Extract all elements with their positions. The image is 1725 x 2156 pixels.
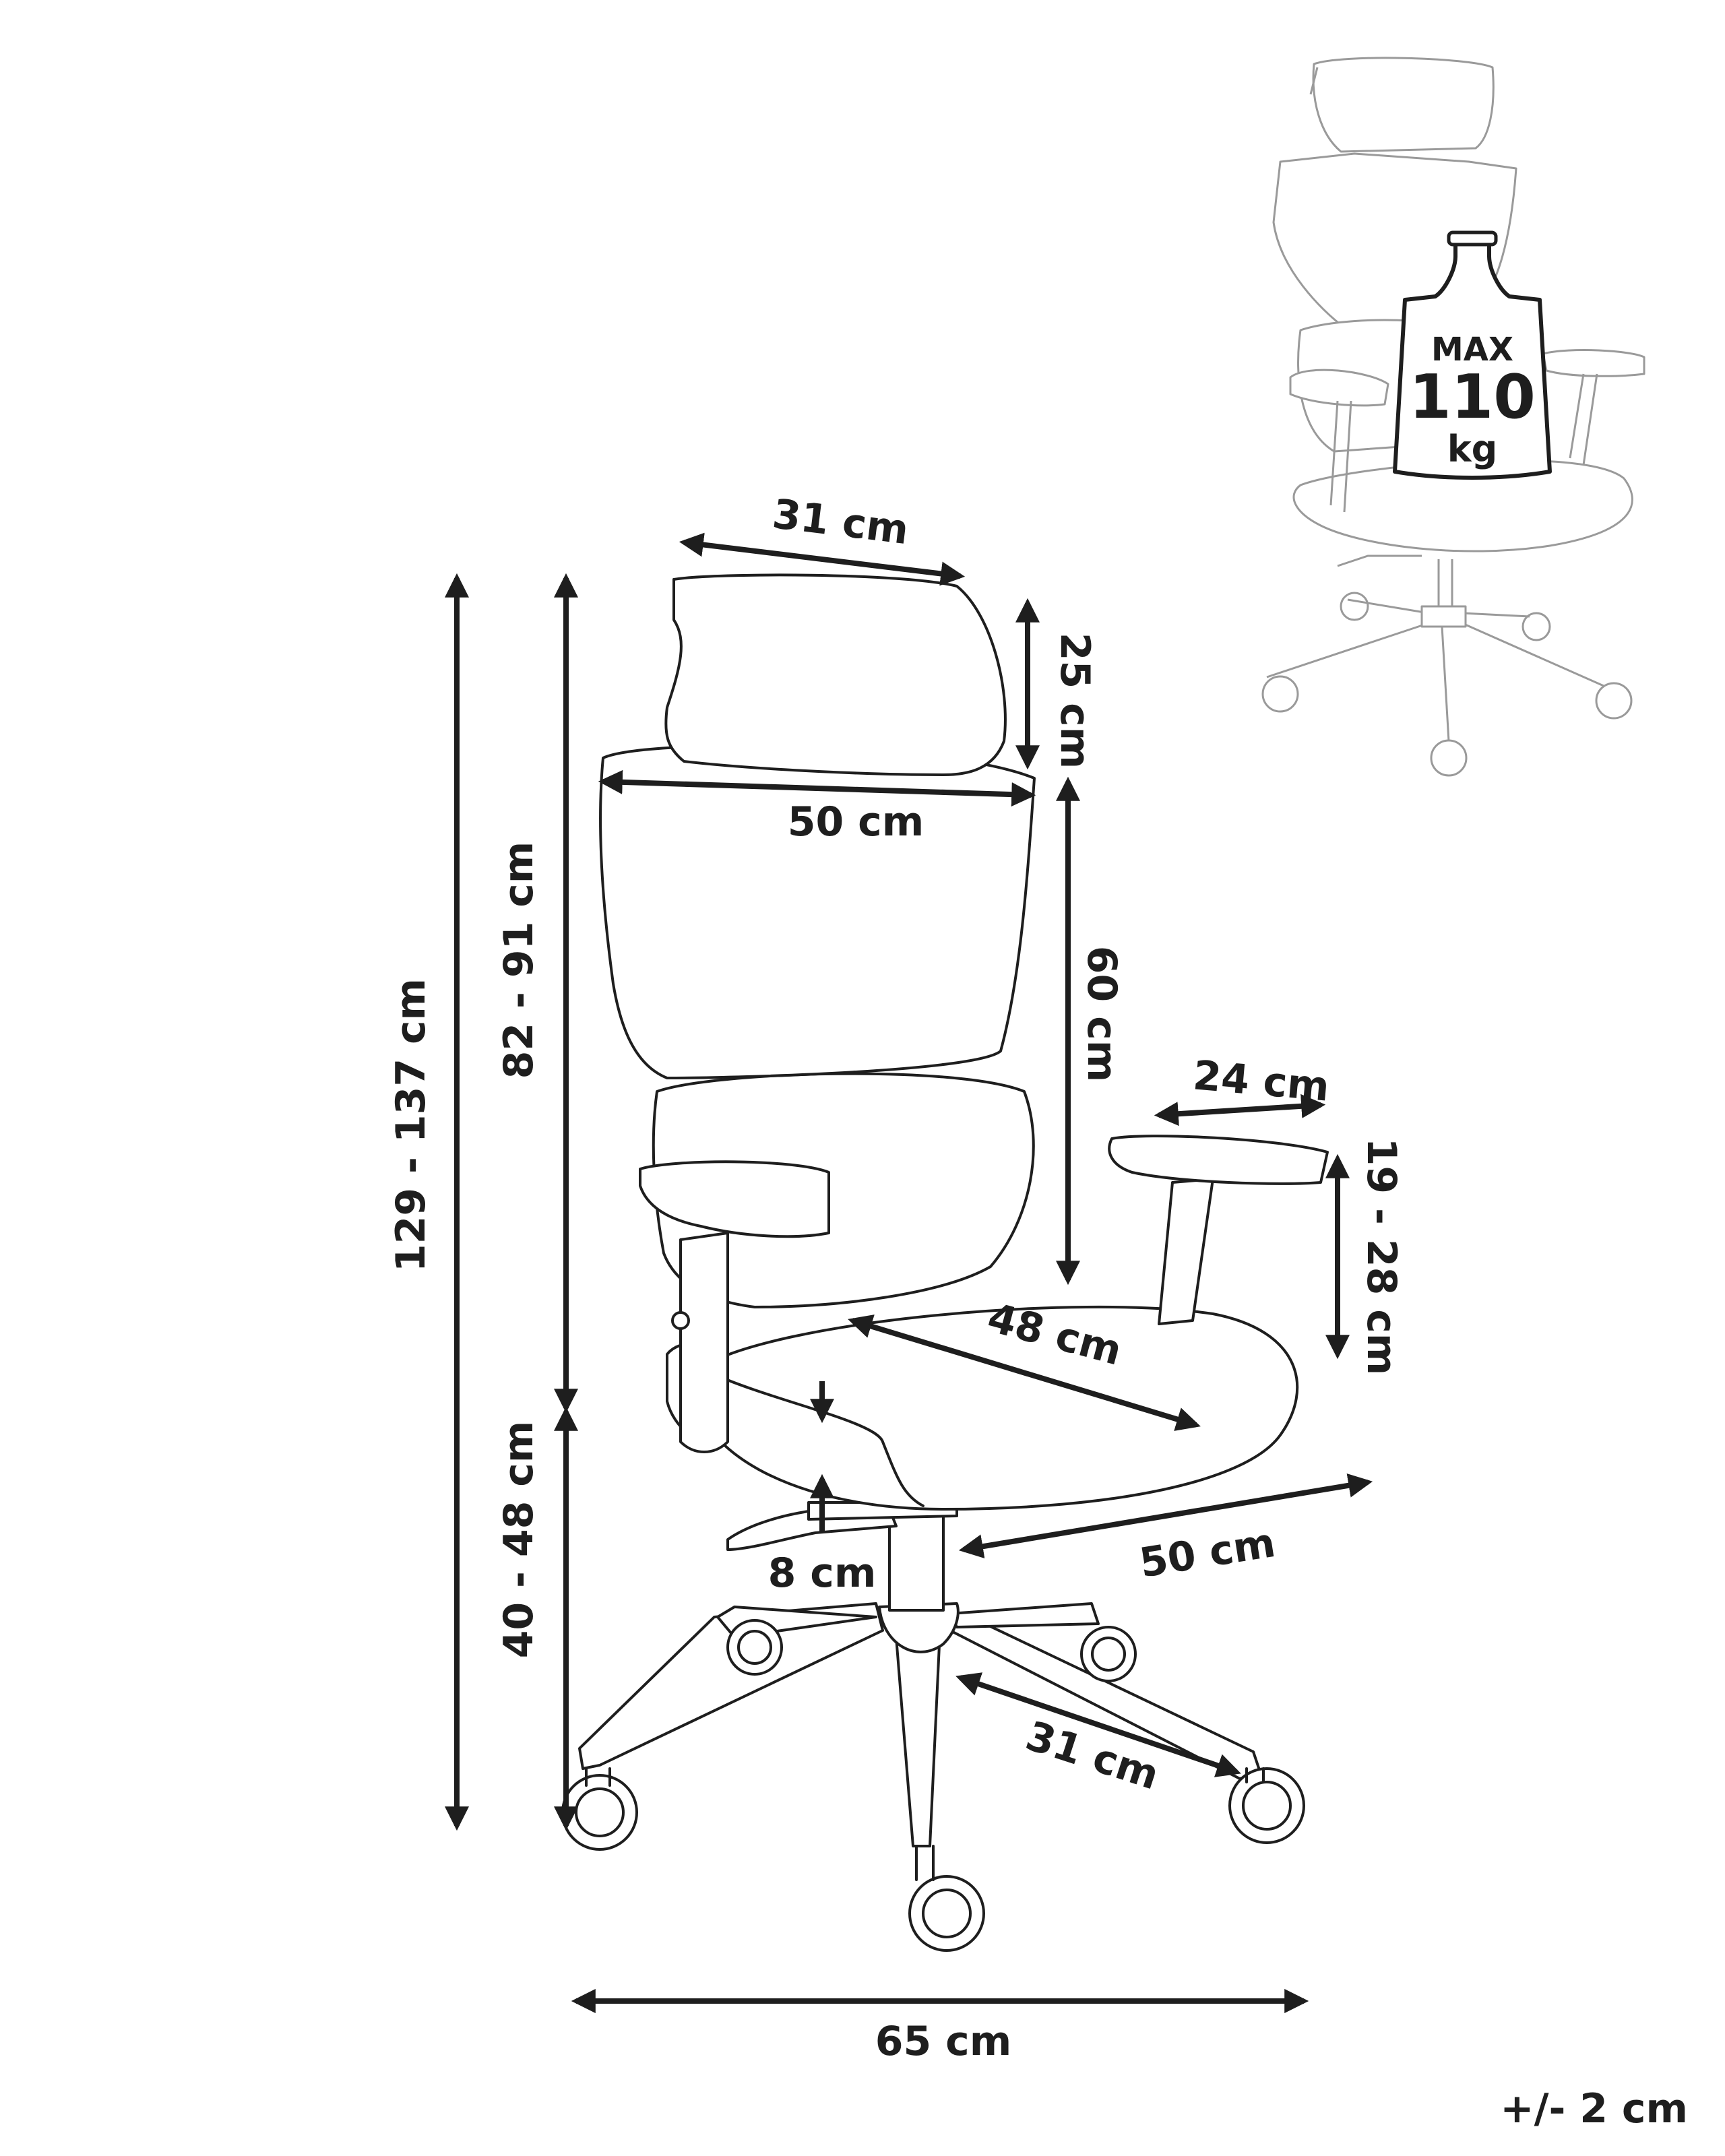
backrest-width-label: 50 cm <box>788 798 924 846</box>
max-load-value: 110 <box>1409 362 1536 433</box>
caster <box>726 1619 783 1676</box>
armrest-height-label: 19 - 28 cm <box>1358 1138 1405 1376</box>
headrest-width-label: 31 cm <box>770 490 912 554</box>
caster <box>1080 1626 1137 1682</box>
tolerance-label: +/- 2 cm <box>1500 2085 1688 2132</box>
back-height-label: 82 - 91 cm <box>495 842 542 1079</box>
seat-adjust-label: 8 cm <box>768 1550 877 1597</box>
max-load-unit: kg <box>1447 428 1498 470</box>
caster <box>561 1767 638 1851</box>
dimension-labels: 31 cm 25 cm 50 cm 60 cm 129 - 137 cm 82 … <box>387 490 1688 2132</box>
chair-drawing <box>561 573 1329 1952</box>
caster <box>908 1845 985 1952</box>
base-width-label: 65 cm <box>875 2018 1011 2065</box>
weight-icon: MAX 110 kg <box>1393 230 1552 480</box>
seat-height-label: 40 - 48 cm <box>495 1421 542 1659</box>
backrest-height-label: 60 cm <box>1078 946 1125 1082</box>
headrest-height-label: 25 cm <box>1051 633 1098 769</box>
total-height-label: 129 - 137 cm <box>387 978 435 1272</box>
armrest-length-label: 24 cm <box>1191 1052 1331 1110</box>
max-load-label: MAX <box>1431 331 1513 369</box>
dimension-arrows <box>445 532 1373 2013</box>
seat-width-label: 50 cm <box>1136 1519 1278 1587</box>
caster <box>1228 1767 1305 1844</box>
